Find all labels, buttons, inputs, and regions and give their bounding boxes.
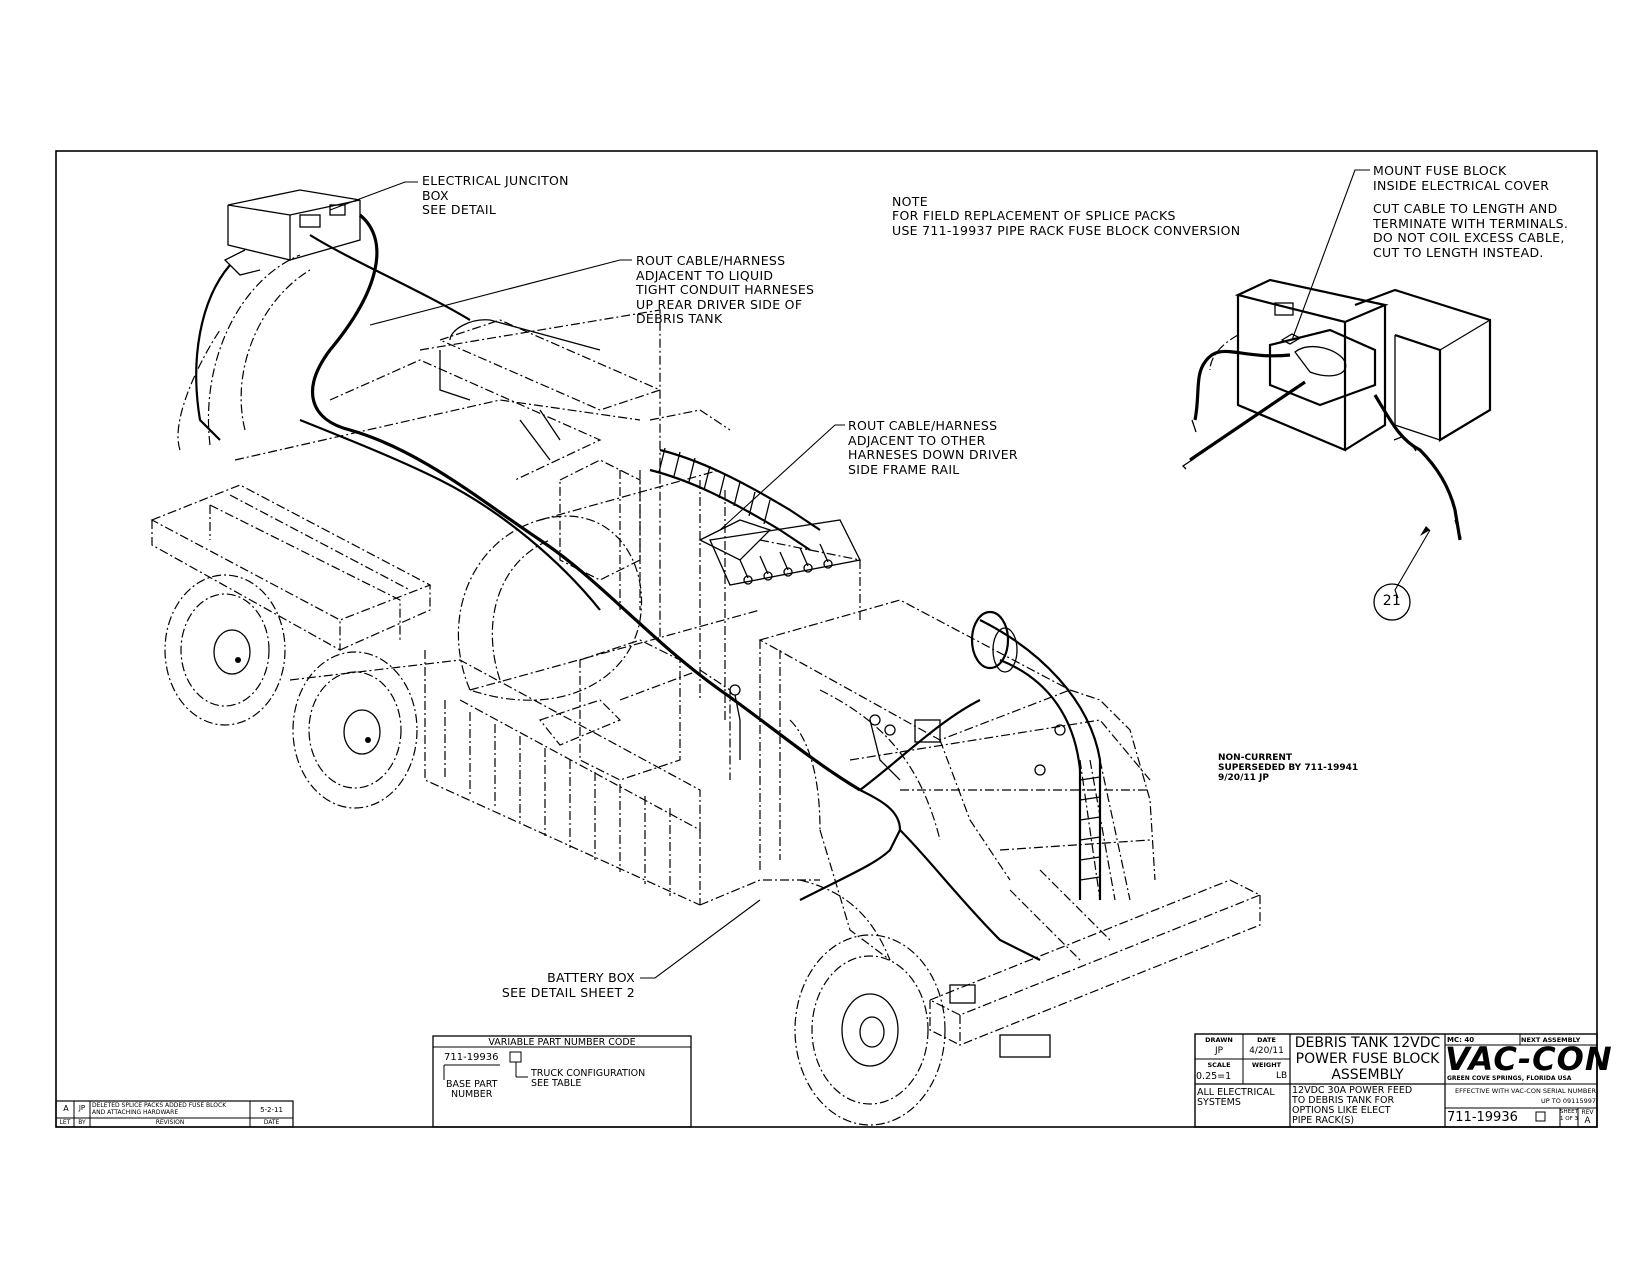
- rout-upper-leader: [369, 259, 632, 326]
- systems-label: ALL ELECTRICAL SYSTEMS: [1197, 1087, 1275, 1108]
- mount-fuse-callout: MOUNT FUSE BLOCK INSIDE ELECTRICAL COVER: [1373, 163, 1550, 193]
- rev-value: A: [1584, 1116, 1591, 1126]
- title-block-grid: [1194, 1033, 1598, 1128]
- weight-label: WEIGHT: [1251, 1061, 1282, 1069]
- junction-box-leader: [329, 181, 418, 211]
- effective-serial: EFFECTIVE WITH VAC-CON SERIAL NUMBER UP …: [1455, 1087, 1596, 1105]
- fuse-block-detail-view: [1181, 278, 1492, 541]
- revision-header-by: BY: [78, 1119, 86, 1126]
- company-location: GREEN COVE SPRINGS, FLORIDA USA: [1447, 1075, 1572, 1082]
- scale-label: SCALE: [1207, 1061, 1231, 1069]
- balloon-21: [1373, 583, 1411, 621]
- note-body: FOR FIELD REPLACEMENT OF SPLICE PACKS US…: [892, 208, 1241, 238]
- next-assembly-label: NEXT ASSEMBLY: [1521, 1036, 1581, 1044]
- mc-label: MC: 40: [1447, 1036, 1475, 1044]
- truck-outline: [150, 189, 1262, 1046]
- revision-letter: A: [63, 1104, 69, 1113]
- date-label: DATE: [1257, 1036, 1276, 1044]
- non-current-stamp: NON-CURRENT SUPERSEDED BY 711-19941 9/20…: [1218, 753, 1359, 783]
- note-heading: NOTE: [892, 194, 928, 209]
- rout-lower-leader: [719, 424, 845, 531]
- revision-date: 5-2-11: [260, 1106, 283, 1114]
- description: 12VDC 30A POWER FEED TO DEBRIS TANK FOR …: [1292, 1085, 1413, 1126]
- vac-con-logo: VAC-CON: [1445, 1040, 1613, 1078]
- balloon-number: 21: [1382, 593, 1402, 609]
- balloon-leader: [1394, 529, 1431, 599]
- cable-harness: [195, 213, 1066, 961]
- variable-part-number: 711-19936: [444, 1052, 499, 1063]
- battery-box-leader: [640, 899, 761, 979]
- revision-text: DELETED SPLICE PACKS ADDED FUSE BLOCK AN…: [92, 1102, 227, 1116]
- revision-by: JP: [78, 1104, 86, 1112]
- rout-upper-callout: ROUT CABLE/HARNESS ADJACENT TO LIQUID TI…: [636, 253, 815, 326]
- drawing-number: 711-19936: [1447, 1110, 1518, 1125]
- hose: [649, 447, 1102, 900]
- drawn-label: DRAWN: [1205, 1036, 1233, 1044]
- rev-label: REV: [1581, 1109, 1594, 1116]
- revision-header-date: DATE: [263, 1119, 280, 1126]
- revision-block: [55, 1100, 294, 1128]
- wheels: [164, 574, 946, 1126]
- weight-unit: LB: [1276, 1071, 1288, 1081]
- revision-header-let: LET: [59, 1119, 71, 1126]
- truck-config-label: TRUCK CONFIGURATION SEE TABLE: [531, 1068, 646, 1089]
- sheet-label: SHEET: [1560, 1109, 1578, 1115]
- junction-box-callout: ELECTRICAL JUNCITON BOX SEE DETAIL: [422, 173, 569, 217]
- drawing-title: DEBRIS TANK 12VDC POWER FUSE BLOCK ASSEM…: [1294, 1035, 1441, 1083]
- rout-lower-callout: ROUT CABLE/HARNESS ADJACENT TO OTHER HAR…: [848, 418, 1018, 477]
- date-value: 4/20/11: [1249, 1046, 1284, 1056]
- variable-part-title: VARIABLE PART NUMBER CODE: [488, 1037, 636, 1048]
- revision-header-revision: REVISION: [155, 1119, 185, 1126]
- drawn-value: JP: [1214, 1046, 1224, 1056]
- sheet-value: 1 OF 3: [1560, 1116, 1578, 1122]
- variable-part-box: [432, 1035, 692, 1128]
- drawing-border: [55, 150, 1598, 1128]
- cut-cable-callout: CUT CABLE TO LENGTH AND TERMINATE WITH T…: [1373, 201, 1569, 260]
- base-part-label: BASE PART NUMBER: [446, 1079, 498, 1100]
- battery-box-outline: [999, 1034, 1051, 1058]
- valve-manifold: [698, 519, 861, 586]
- battery-box-callout: BATTERY BOX SEE DETAIL SHEET 2: [501, 970, 635, 1000]
- scale-value: 0.25=1: [1196, 1071, 1232, 1082]
